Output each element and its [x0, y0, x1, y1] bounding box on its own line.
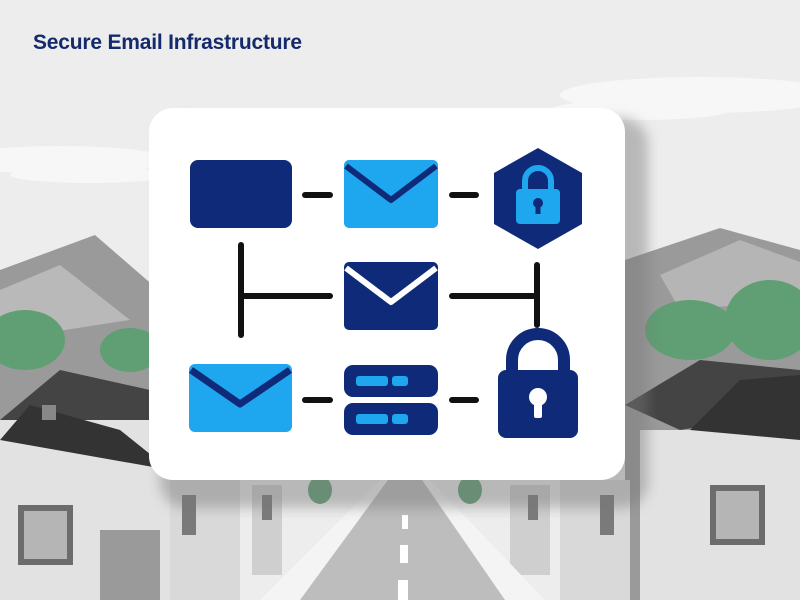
message-block	[190, 160, 292, 228]
road	[260, 480, 545, 600]
clouds	[0, 77, 800, 183]
connectors	[238, 192, 540, 403]
server-icon	[344, 365, 438, 435]
envelope-center-icon	[344, 262, 438, 330]
envelope-top-icon	[344, 160, 438, 228]
envelope-bottom-icon	[189, 364, 292, 432]
hexagon-lock-icon	[494, 148, 582, 249]
left-houses	[0, 370, 282, 600]
padlock-icon	[498, 328, 578, 438]
right-houses	[510, 360, 800, 600]
page-title: Secure Email Infrastructure	[33, 31, 302, 54]
